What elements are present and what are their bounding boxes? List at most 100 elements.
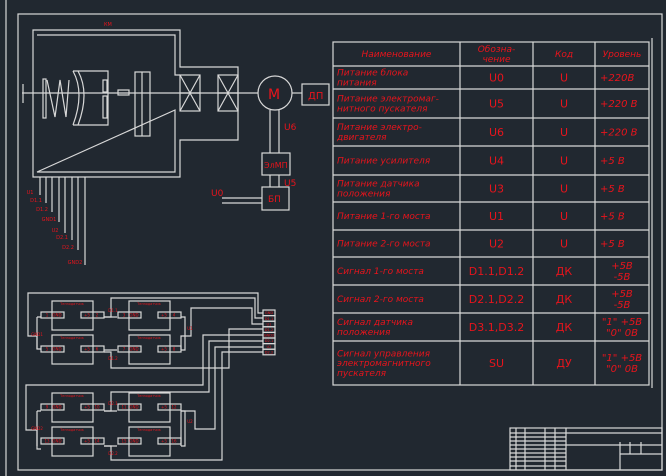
pin-label: 6 [96, 347, 99, 352]
pin-label: +5 [84, 313, 90, 318]
pin-label: 13 [44, 439, 50, 444]
pin-label: +5 [84, 347, 90, 352]
title-block [509, 427, 663, 471]
block-label: Тензодатчик [59, 336, 84, 340]
row-designation: U1 [489, 210, 504, 223]
pin-label: 8 [173, 347, 176, 352]
net-label: U2 [187, 419, 193, 424]
row-level: "1" +5В"0" 0В [602, 317, 642, 339]
row-level: +220 В [600, 128, 638, 139]
connector-pin-label: GND2 [264, 334, 275, 338]
table-header: Наименование [362, 50, 432, 60]
wire [104, 316, 117, 351]
pin-label: 16 [171, 439, 177, 444]
row-designation: U6 [489, 126, 504, 139]
pin-label: GND [129, 439, 138, 444]
block-label: Тензодатчик [59, 394, 84, 398]
table-header: Обозна-чение [478, 45, 516, 65]
pin-label: 7 [123, 347, 126, 352]
pin-label: +5 [84, 439, 90, 444]
wire-label: U2 [52, 228, 59, 234]
row-code: U [560, 210, 568, 223]
row-code: U [560, 126, 568, 139]
block-label: Тензодатчик [59, 302, 84, 306]
psu-label: БП [268, 195, 281, 205]
row-level: +5 В [600, 239, 625, 250]
connector-pin-label: D2.2 [265, 350, 273, 354]
pin-label: GND [52, 347, 61, 352]
row-level: +220 В [600, 99, 638, 110]
table-row: Питание электро-двигателя U6 U +220 В [336, 123, 638, 143]
bearing-icon [179, 74, 239, 112]
wire-label: D1.2 [36, 207, 48, 213]
wire-label: U1 [27, 190, 34, 196]
position-sensor-box [301, 83, 330, 106]
row-code: ДК [556, 293, 573, 306]
pin-label: 5 [46, 347, 49, 352]
row-designation: D2.1,D2.2 [469, 293, 524, 306]
wire [180, 307, 263, 350]
wire-label: D1.1 [30, 198, 42, 204]
pin-label: GND [129, 405, 138, 410]
u6-label: U6 [284, 123, 297, 133]
spring-icon [46, 79, 70, 118]
wire-label: GND2 [68, 260, 83, 266]
row-level: "1" +5В"0" 0В [602, 353, 642, 375]
row-designation: D1.1,D1.2 [469, 265, 524, 278]
row-designation: SU [489, 357, 504, 370]
wire-label: D2.1 [56, 235, 68, 241]
row-level: +5 В [600, 212, 625, 223]
u5-label: U5 [284, 179, 296, 189]
connector-pin-label: D1.2 [265, 328, 273, 332]
pin-label: +5 [161, 439, 167, 444]
connector-pin-label: GND [265, 311, 273, 315]
row-designation: U2 [489, 237, 504, 250]
pin-label: GND [52, 405, 61, 410]
wire [181, 316, 186, 351]
net-label: GND2 [31, 426, 43, 431]
net-label: D1.1 [108, 308, 118, 313]
clutch [72, 70, 109, 126]
row-code: ДУ [556, 357, 572, 370]
pin-label: 15 [121, 439, 127, 444]
row-code: ДК [556, 265, 573, 278]
pin-label: 10 [94, 405, 100, 410]
motor-label: М [268, 87, 280, 103]
row-code: U [560, 97, 568, 110]
pin-label: GND [129, 347, 138, 352]
row-designation: U5 [489, 97, 504, 110]
pin-label: +5 [161, 347, 167, 352]
wire [104, 328, 263, 369]
row-name: Сигнал 2-го моста [337, 295, 424, 305]
row-code: U [560, 71, 568, 84]
row-designation: U0 [489, 71, 504, 84]
row-level: +5 В [600, 184, 625, 195]
row-code: ДК [556, 321, 573, 334]
connector-pin-label: U2 [267, 345, 272, 349]
pin-label: GND [129, 313, 138, 318]
pin-label: +5 [161, 313, 167, 318]
row-name: Питание электро-двигателя [336, 123, 422, 143]
row-designation: D3.1,D3.2 [469, 321, 524, 334]
